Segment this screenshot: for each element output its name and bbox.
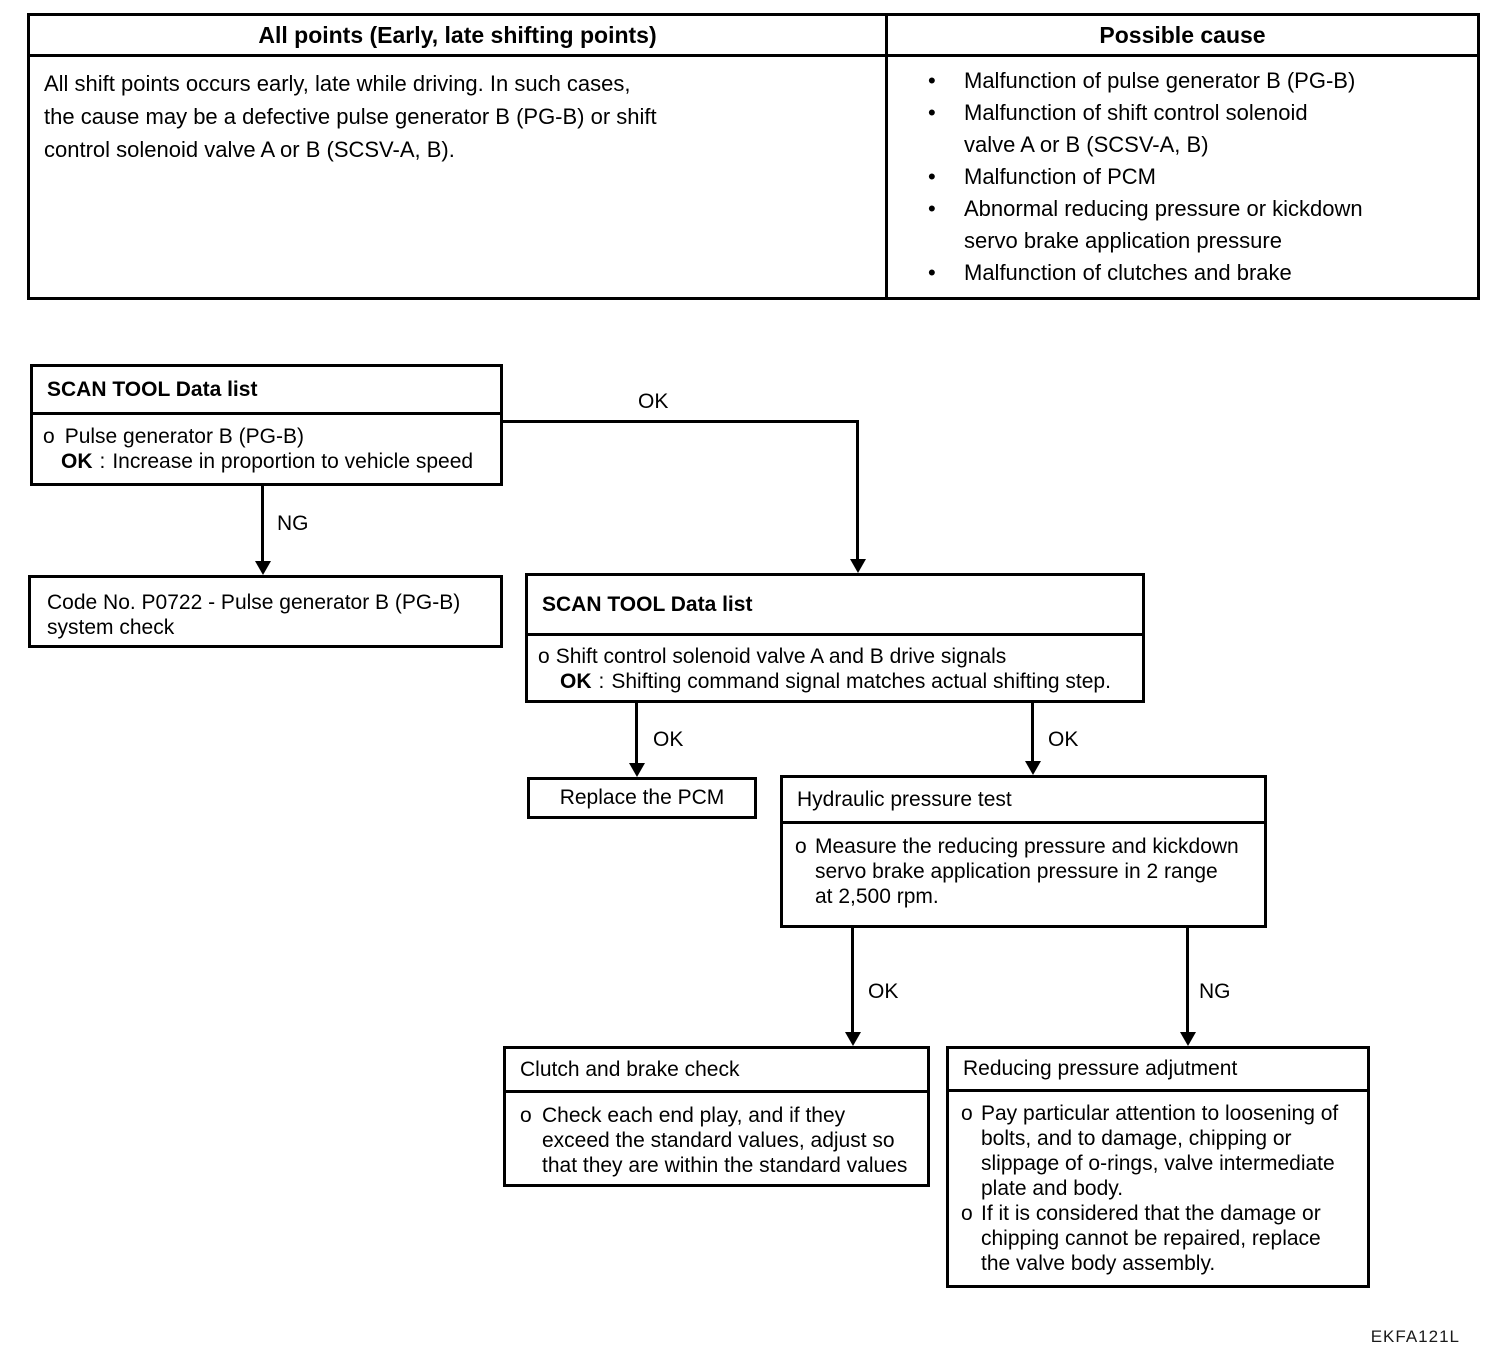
cause-line: valve A or B (SCSV-A, B) bbox=[964, 132, 1209, 157]
diagnosis-table-body-row: All shift points occurs early, late whil… bbox=[30, 57, 1477, 297]
reducing-instruction-2: o If it is considered that the damage or… bbox=[961, 1201, 1361, 1276]
scan-tool-pgb-title: SCAN TOOL Data list bbox=[33, 367, 500, 415]
connector-line bbox=[635, 703, 638, 765]
cause-line: Malfunction of shift control solenoid bbox=[964, 100, 1308, 125]
instruction-line: bolts, and to damage, chipping or bbox=[981, 1127, 1292, 1150]
colon-separator: : bbox=[598, 670, 605, 693]
connector-line bbox=[1186, 928, 1189, 1032]
instruction-line: plate and body. bbox=[981, 1177, 1124, 1200]
cause-line: Abnormal reducing pressure or kickdown bbox=[964, 196, 1363, 221]
connector-line bbox=[856, 420, 859, 560]
cause-line: servo brake application pressure bbox=[964, 228, 1282, 253]
arrow-down-icon bbox=[1025, 761, 1041, 775]
replace-pcm-label: Replace the PCM bbox=[559, 786, 725, 809]
connector-label-ng: NG bbox=[277, 512, 309, 535]
cause-item: • Malfunction of PCM bbox=[928, 161, 1467, 193]
ok-keyword: OK bbox=[61, 450, 93, 473]
item-text: Shift control solenoid valve A and B dri… bbox=[555, 645, 1007, 668]
item-marker: o bbox=[43, 425, 55, 448]
symptom-column-header: All points (Early, late shifting points) bbox=[30, 16, 888, 54]
cause-item: • Malfunction of clutches and brake bbox=[928, 257, 1467, 289]
arrow-down-icon bbox=[629, 763, 645, 777]
instruction-line: servo brake application pressure in 2 ra… bbox=[815, 860, 1218, 883]
symptom-description-line: control solenoid valve A or B (SCSV-A, B… bbox=[44, 137, 455, 162]
replace-pcm-box: Replace the PCM bbox=[527, 777, 757, 819]
reducing-adjustment-title: Reducing pressure adjutment bbox=[949, 1049, 1367, 1092]
bullet-icon: • bbox=[928, 100, 936, 125]
hydraulic-test-instruction: o Measure the reducing pressure and kick… bbox=[795, 834, 1254, 909]
possible-cause-column-header: Possible cause bbox=[1099, 21, 1266, 48]
scan-tool-pgb-item: o Pulse generator B (PG-B) bbox=[43, 424, 490, 449]
scan-tool-scsv-ok-criteria: OK: Shifting command signal matches actua… bbox=[560, 669, 1132, 694]
cause-item: • Abnormal reducing pressure or kickdown… bbox=[928, 193, 1467, 257]
instruction-line: Check each end play, and if they bbox=[542, 1104, 846, 1127]
cause-line: Malfunction of pulse generator B (PG-B) bbox=[964, 68, 1356, 93]
instruction-line: Pay particular attention to loosening of bbox=[981, 1102, 1339, 1125]
instruction-line: slippage of o-rings, valve intermediate bbox=[981, 1152, 1335, 1175]
code-check-line: Code No. P0722 - Pulse generator B (PG-B… bbox=[47, 591, 461, 614]
reducing-instruction-1: o Pay particular attention to loosening … bbox=[961, 1101, 1361, 1201]
instruction-line: the valve body assembly. bbox=[981, 1252, 1216, 1275]
clutch-check-title: Clutch and brake check bbox=[506, 1049, 927, 1093]
criteria-text: Shifting command signal matches actual s… bbox=[611, 670, 1111, 693]
connector-label-ok: OK bbox=[638, 390, 669, 413]
connector-line bbox=[1031, 703, 1034, 763]
cause-line: Malfunction of PCM bbox=[964, 164, 1156, 189]
connector-line bbox=[851, 928, 854, 1032]
arrow-down-icon bbox=[255, 561, 271, 575]
hydraulic-pressure-test-box: Hydraulic pressure test o Measure the re… bbox=[780, 775, 1267, 928]
instruction-line: chipping cannot be repaired, replace bbox=[981, 1227, 1321, 1250]
bullet-icon: • bbox=[928, 260, 936, 285]
item-marker: o bbox=[961, 1102, 973, 1125]
instruction-line: exceed the standard values, adjust so bbox=[542, 1129, 895, 1152]
arrow-down-icon bbox=[1180, 1032, 1196, 1046]
clutch-check-instruction: o Check each end play, and if they excee… bbox=[520, 1103, 919, 1178]
bullet-icon: • bbox=[928, 68, 936, 93]
arrow-down-icon bbox=[850, 559, 866, 573]
code-p0722-check-box: Code No. P0722 - Pulse generator B (PG-B… bbox=[28, 575, 503, 648]
scan-tool-scsv-title: SCAN TOOL Data list bbox=[528, 576, 1142, 636]
instruction-line: If it is considered that the damage or bbox=[981, 1202, 1321, 1225]
figure-code: EKFA121L bbox=[1370, 1327, 1460, 1346]
item-marker: o bbox=[961, 1202, 973, 1225]
item-text: Pulse generator B (PG-B) bbox=[64, 425, 304, 448]
instruction-line: Measure the reducing pressure and kickdo… bbox=[815, 835, 1239, 858]
code-check-line: system check bbox=[47, 616, 175, 639]
diagnosis-table: All points (Early, late shifting points)… bbox=[27, 13, 1480, 300]
clutch-brake-check-box: Clutch and brake check o Check each end … bbox=[503, 1046, 930, 1187]
item-marker: o bbox=[538, 645, 550, 668]
scan-tool-pgb-ok-criteria: OK: Increase in proportion to vehicle spe… bbox=[61, 449, 490, 474]
symptom-description-line: the cause may be a defective pulse gener… bbox=[44, 104, 657, 129]
ok-keyword: OK bbox=[560, 670, 592, 693]
cause-item: • Malfunction of shift control solenoid … bbox=[928, 97, 1467, 161]
possible-cause-cell: • Malfunction of pulse generator B (PG-B… bbox=[888, 57, 1477, 297]
instruction-line: at 2,500 rpm. bbox=[815, 885, 939, 908]
bullet-icon: • bbox=[928, 196, 936, 221]
scan-tool-pgb-box: SCAN TOOL Data list o Pulse generator B (… bbox=[30, 364, 503, 486]
connector-label-ng: NG bbox=[1199, 980, 1231, 1003]
connector-label-ok: OK bbox=[653, 728, 684, 751]
colon-separator: : bbox=[99, 450, 106, 473]
instruction-line: that they are within the standard values bbox=[542, 1154, 908, 1177]
diagnosis-table-header-row: All points (Early, late shifting points)… bbox=[30, 16, 1477, 57]
criteria-text: Increase in proportion to vehicle speed bbox=[112, 450, 474, 473]
connector-line bbox=[503, 420, 859, 423]
hydraulic-test-title: Hydraulic pressure test bbox=[783, 778, 1264, 824]
symptom-description-cell: All shift points occurs early, late whil… bbox=[30, 57, 888, 297]
bullet-icon: • bbox=[928, 164, 936, 189]
connector-label-ok: OK bbox=[868, 980, 899, 1003]
connector-line bbox=[261, 486, 264, 561]
symptom-description-line: All shift points occurs early, late whil… bbox=[44, 71, 631, 96]
arrow-down-icon bbox=[845, 1032, 861, 1046]
cause-item: • Malfunction of pulse generator B (PG-B… bbox=[928, 65, 1467, 97]
item-marker: o bbox=[520, 1104, 532, 1127]
reducing-pressure-adjustment-box: Reducing pressure adjutment o Pay partic… bbox=[946, 1046, 1370, 1288]
cause-line: Malfunction of clutches and brake bbox=[964, 260, 1292, 285]
connector-label-ok: OK bbox=[1048, 728, 1079, 751]
item-marker: o bbox=[795, 835, 807, 858]
